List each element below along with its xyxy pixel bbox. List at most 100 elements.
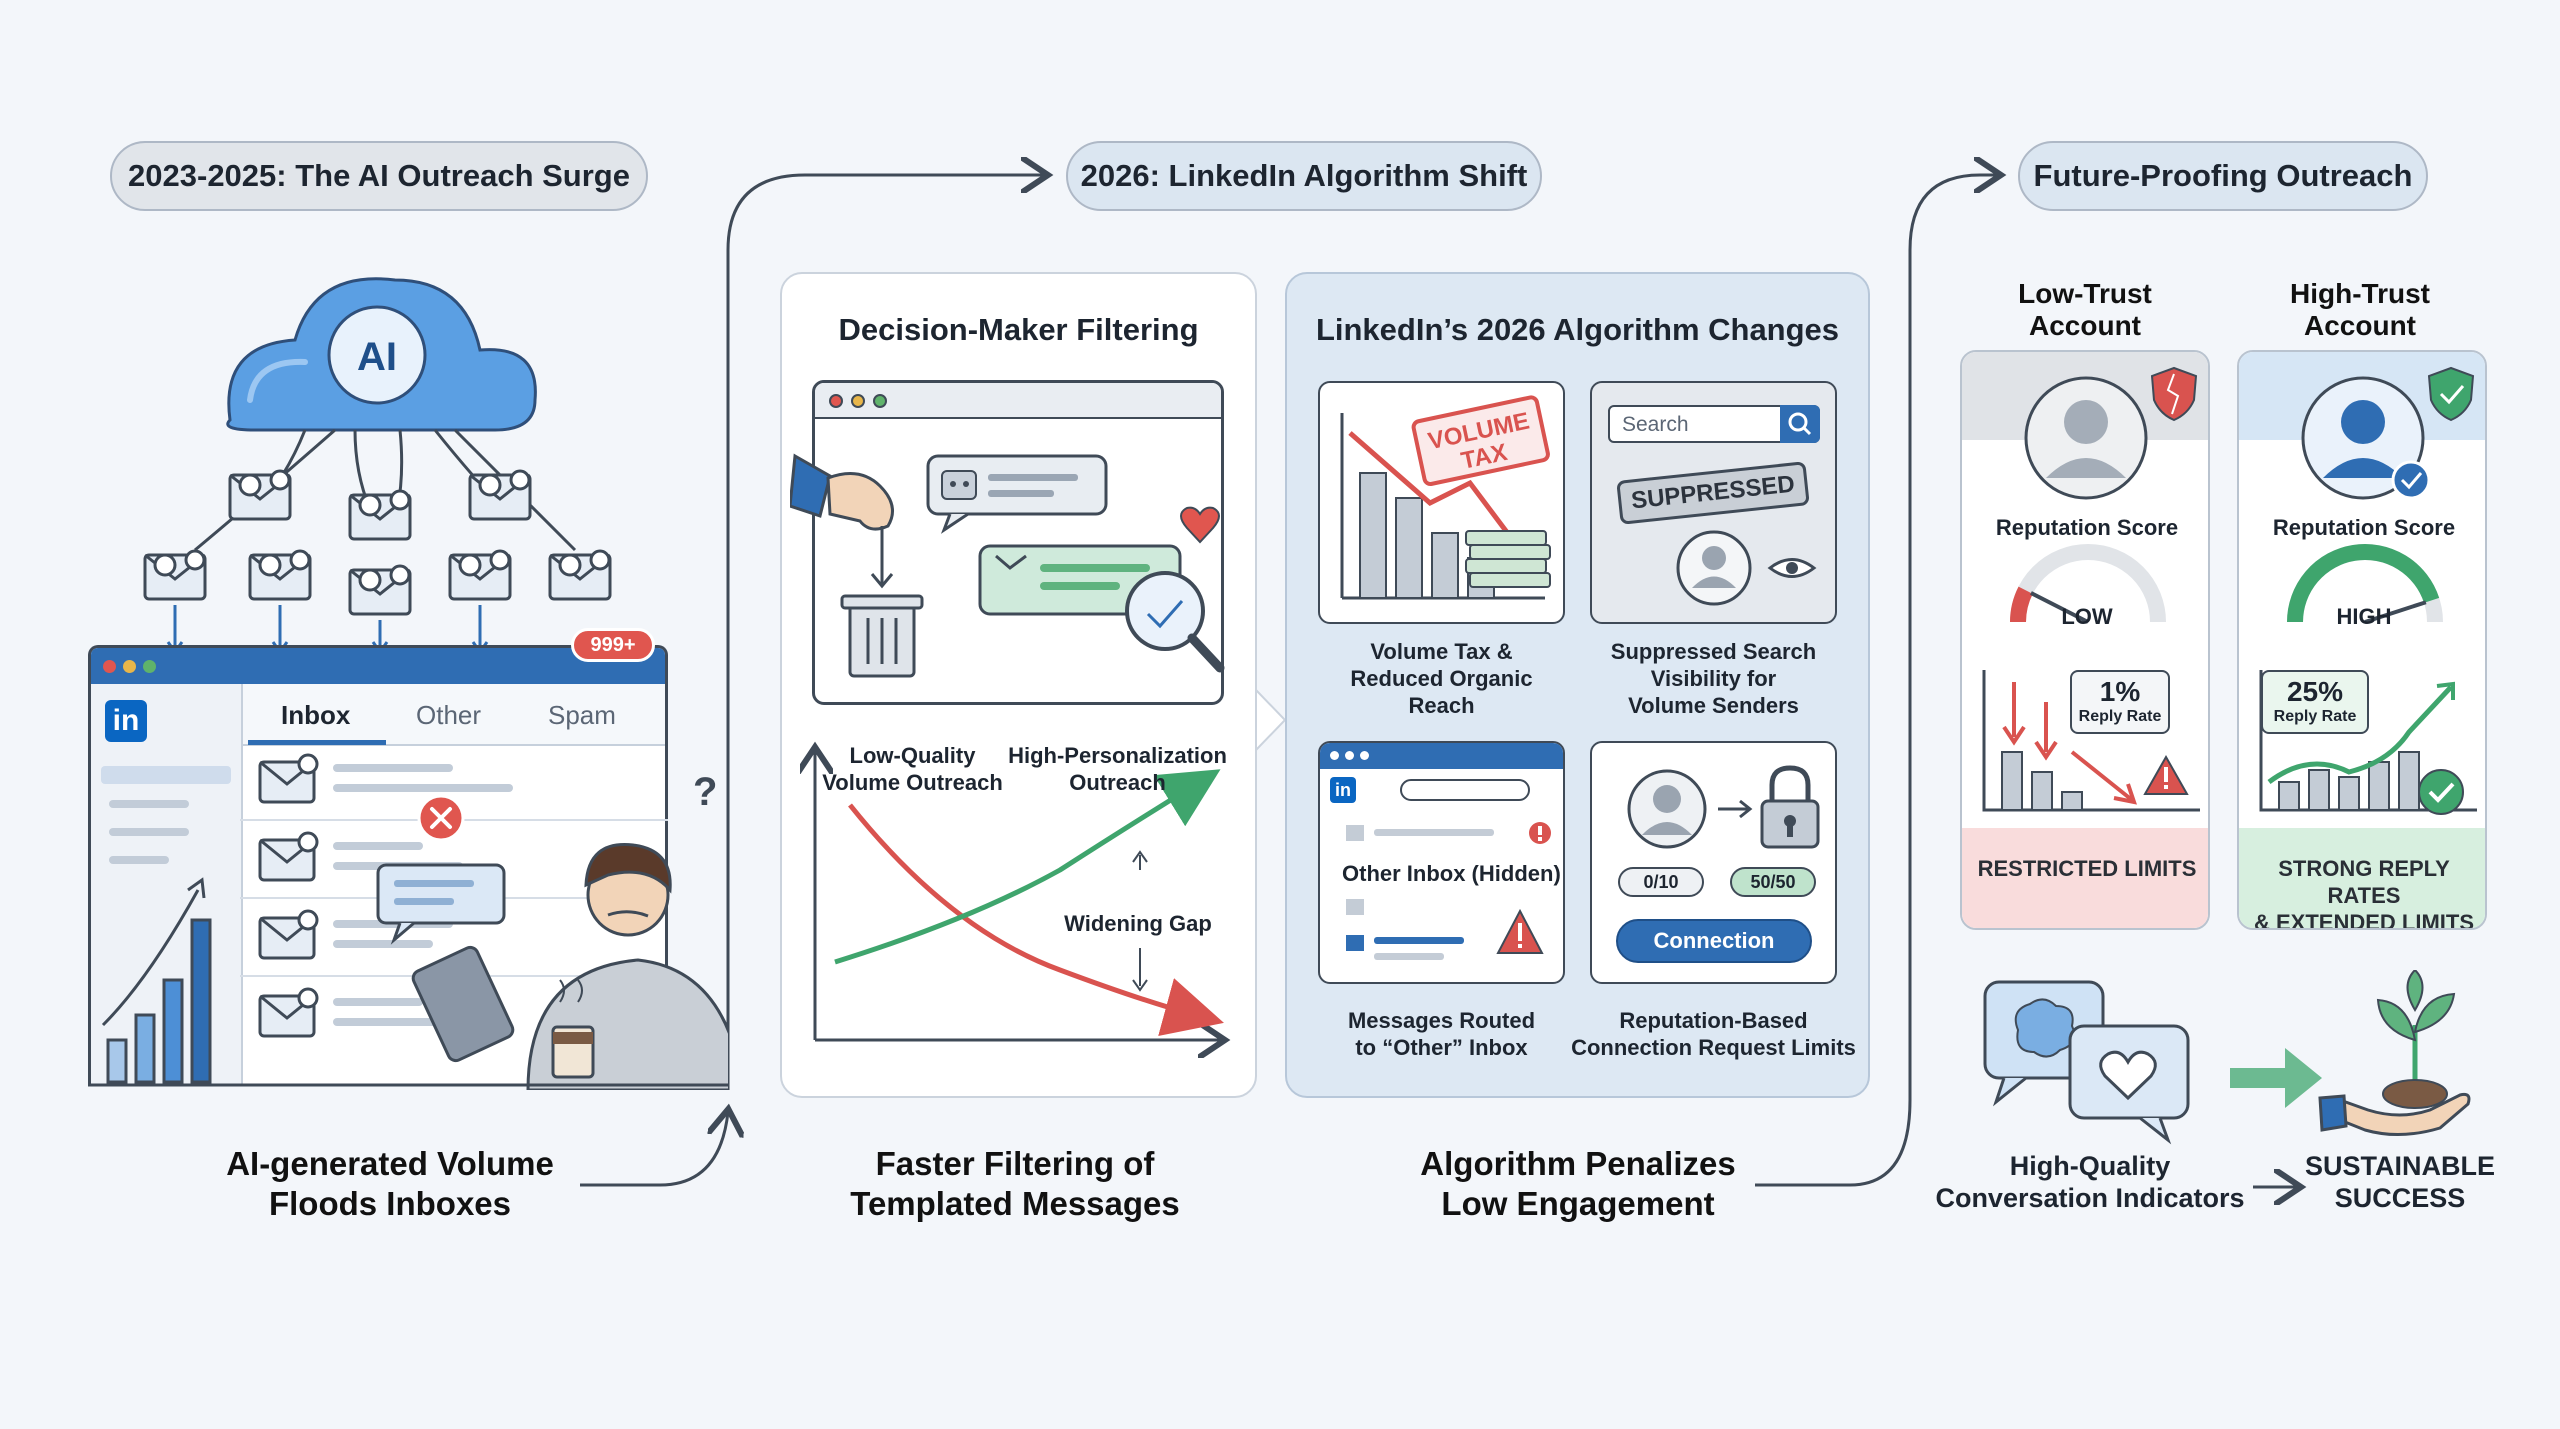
heart-bubble-icon xyxy=(2068,1024,2190,1145)
heart-icon xyxy=(1180,506,1220,544)
connection-limits-caption-line: Connection Request Limits xyxy=(1571,1035,1856,1060)
quality-success-illustration xyxy=(1983,970,2471,1145)
high-trust-card: Reputation Score HIGH 25% Reply Rate STR… xyxy=(2237,350,2487,930)
sustainable-success-caption-line: SUSTAINABLE xyxy=(2304,1151,2495,1181)
connector-panel-notch xyxy=(1255,689,1287,751)
reputation-gauge-high xyxy=(2287,544,2443,624)
volume-trend-arrow xyxy=(101,889,200,1027)
volume-tax-caption-line: Reduced Organic xyxy=(1350,666,1533,691)
connection-limits-tile: 0/10 50/50 Connection xyxy=(1590,741,1837,984)
low-reply-rate-label: Reply Rate xyxy=(2078,708,2162,725)
avatar xyxy=(2301,376,2425,500)
linkedin-logo-text: in xyxy=(112,704,140,737)
low-trust-footer-line: RESTRICTED LIMITS xyxy=(1977,856,2197,881)
inbox-tabs: Inbox Other Spam xyxy=(243,684,665,746)
stage-pill-future-proofing: Future-Proofing Outreach xyxy=(2018,141,2428,211)
stage-pill-label: Future-Proofing Outreach xyxy=(2033,158,2413,193)
algorithm-caption-line: Low Engagement xyxy=(1441,1185,1715,1222)
high-trust-heading-line: High-Trust xyxy=(2290,278,2430,309)
other-inbox-tile: in Other Inbox (Hidden) xyxy=(1318,741,1565,984)
trash-can-icon xyxy=(840,594,924,678)
avatar xyxy=(1627,769,1707,849)
widening-gap-label: Widening Gap xyxy=(1064,911,1212,936)
plant-in-hand-icon xyxy=(2318,970,2471,1137)
search-placeholder: Search xyxy=(1622,413,1689,436)
envelope-icons xyxy=(143,473,612,616)
suppressed-search-caption-line: Visibility for xyxy=(1650,666,1777,691)
connection-button[interactable]: Connection xyxy=(1616,919,1812,963)
high-reply-rate-box: 25% Reply Rate xyxy=(2261,670,2369,734)
sidebar-nav-item[interactable] xyxy=(109,828,189,836)
low-quality-label-line: Volume Outreach xyxy=(822,770,1003,795)
linkedin-logo-icon: in xyxy=(1330,777,1356,803)
eye-icon xyxy=(1767,558,1817,578)
sidebar-nav-item[interactable] xyxy=(109,800,189,808)
low-gauge-label: LOW xyxy=(2061,604,2113,629)
high-personalization-label-line: High-Personalization xyxy=(1008,743,1227,768)
tab-spam[interactable]: Spam xyxy=(548,700,616,730)
volume-tax-graphic: VOLUME TAX xyxy=(1340,395,1551,600)
sidebar-nav-active[interactable] xyxy=(101,766,231,784)
magnifier-icon xyxy=(1125,571,1225,673)
connection-limits-graphic xyxy=(1627,765,1820,849)
low-trust-heading-line: Account xyxy=(2029,310,2141,341)
linkedin-logo-text: in xyxy=(1335,780,1351,800)
high-personalization-label-line: Outreach xyxy=(1069,770,1166,795)
tab-other[interactable]: Other xyxy=(416,700,482,730)
high-reply-rate-label: Reply Rate xyxy=(2273,708,2357,725)
connection-limits-caption-line: Reputation-Based xyxy=(1619,1008,1808,1033)
high-gauge-label: HIGH xyxy=(2336,604,2392,629)
stage-pill-surge: 2023-2025: The AI Outreach Surge xyxy=(110,141,648,211)
low-reply-rate-value: 1% xyxy=(2099,676,2141,707)
verified-check-icon xyxy=(2391,460,2431,500)
growth-arrow xyxy=(2230,1048,2322,1108)
low-trust-card: Reputation Score LOW 1% Reply Rate RESTR… xyxy=(1960,350,2210,930)
connector-caption-1 xyxy=(580,1112,728,1187)
search-bar[interactable]: Search xyxy=(1608,405,1820,443)
filtering-caption-line: Faster Filtering of xyxy=(875,1145,1155,1182)
message-rows xyxy=(258,753,319,1038)
sustainable-success-caption: SUSTAINABLE SUCCESS xyxy=(2290,1150,2510,1214)
limit-low-badge: 0/10 xyxy=(1618,867,1704,897)
chat-bubble-icon xyxy=(376,863,506,945)
connection-limits-caption: Reputation-Based Connection Request Limi… xyxy=(1565,1007,1862,1061)
high-reputation-label: Reputation Score xyxy=(2272,515,2456,540)
arrow-right-icon xyxy=(1718,799,1753,819)
high-trust-footer-line: STRONG REPLY RATES xyxy=(2278,856,2450,908)
low-quality-curve xyxy=(848,803,1224,1037)
suppressed-search-caption: Suppressed Search Visibility for Volume … xyxy=(1580,638,1847,719)
connection-button-label: Connection xyxy=(1653,928,1775,953)
lock-icon xyxy=(1760,765,1820,849)
connector-shift-to-future xyxy=(1755,175,1998,1187)
high-trust-heading-line: Account xyxy=(2304,310,2416,341)
surge-caption-line: Floods Inboxes xyxy=(268,1185,512,1222)
mini-search-field[interactable] xyxy=(1400,779,1530,801)
stage-pill-label: 2023-2025: The AI Outreach Surge xyxy=(128,158,630,193)
search-icon[interactable] xyxy=(1780,405,1820,443)
quality-indicators-caption-line: High-Quality xyxy=(2009,1151,2171,1181)
suppressed-search-caption-line: Volume Senders xyxy=(1628,693,1799,718)
connector-surge-to-shift xyxy=(726,175,1045,1090)
high-reply-rate-value: 25% xyxy=(2286,676,2344,707)
confused-question-mark: ? xyxy=(693,770,717,814)
overwhelmed-person-icon: ? xyxy=(411,770,728,1090)
ai-surge-illustration: AI xyxy=(143,277,612,655)
tab-inbox[interactable]: Inbox xyxy=(281,700,351,730)
volume-tax-caption: Volume Tax & Reduced Organic Reach xyxy=(1308,638,1575,719)
checkmark-icon xyxy=(2418,769,2464,815)
sidebar-nav-item[interactable] xyxy=(109,856,169,864)
other-inbox-caption: Messages Routed to “Other” Inbox xyxy=(1308,1007,1575,1061)
avatar xyxy=(2024,376,2148,500)
linkedin-logo-icon: in xyxy=(105,700,147,742)
volume-tax-caption-line: Volume Tax & xyxy=(1370,639,1513,664)
filtering-illustration xyxy=(790,453,1225,678)
suppressed-search-caption-line: Suppressed Search xyxy=(1610,639,1817,664)
quality-indicators-caption-line: Conversation Indicators xyxy=(1935,1183,2245,1213)
gear-icons xyxy=(153,469,611,592)
low-quality-label: Low-Quality Volume Outreach xyxy=(815,742,1010,796)
low-trust-heading-line: Low-Trust xyxy=(2018,278,2152,309)
unread-count-badge: 999+ xyxy=(571,628,655,662)
surge-caption: AI-generated Volume Floods Inboxes xyxy=(190,1144,590,1224)
inbox-sidebar: in xyxy=(91,684,243,1085)
